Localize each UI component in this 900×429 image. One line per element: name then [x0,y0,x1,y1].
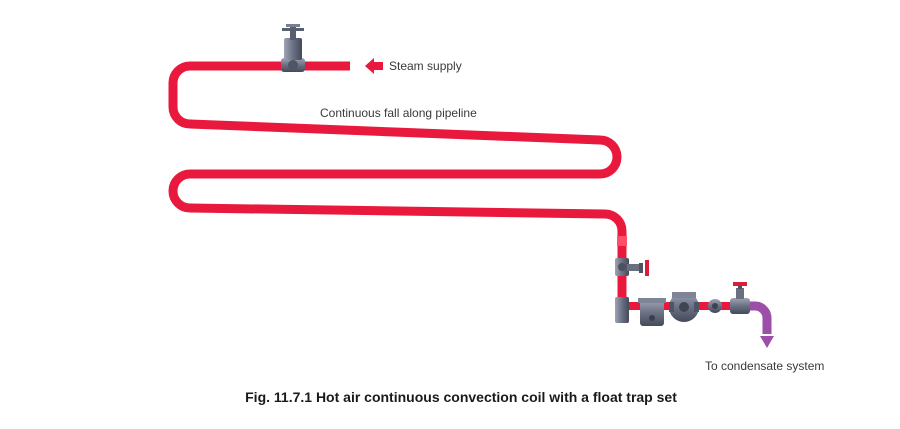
condensate-label: To condensate system [705,359,824,373]
steam-supply-label: Steam supply [389,59,462,73]
condensate-pipe [745,301,772,334]
sight-glass-icon [708,299,722,313]
isolation-valve-icon [730,282,750,314]
figure-caption: Fig. 11.7.1 Hot air continuous convectio… [245,389,677,405]
check-valve-icon [615,258,649,276]
gate-valve-icon [281,24,305,72]
steam-coil-pipe [168,61,627,258]
float-trap-icon [669,292,699,322]
continuous-fall-label: Continuous fall along pipeline [320,106,477,120]
coupling-icon [617,236,627,246]
arrow-left-icon [365,58,383,74]
separator-icon [615,297,666,326]
arrow-down-icon [760,336,774,348]
